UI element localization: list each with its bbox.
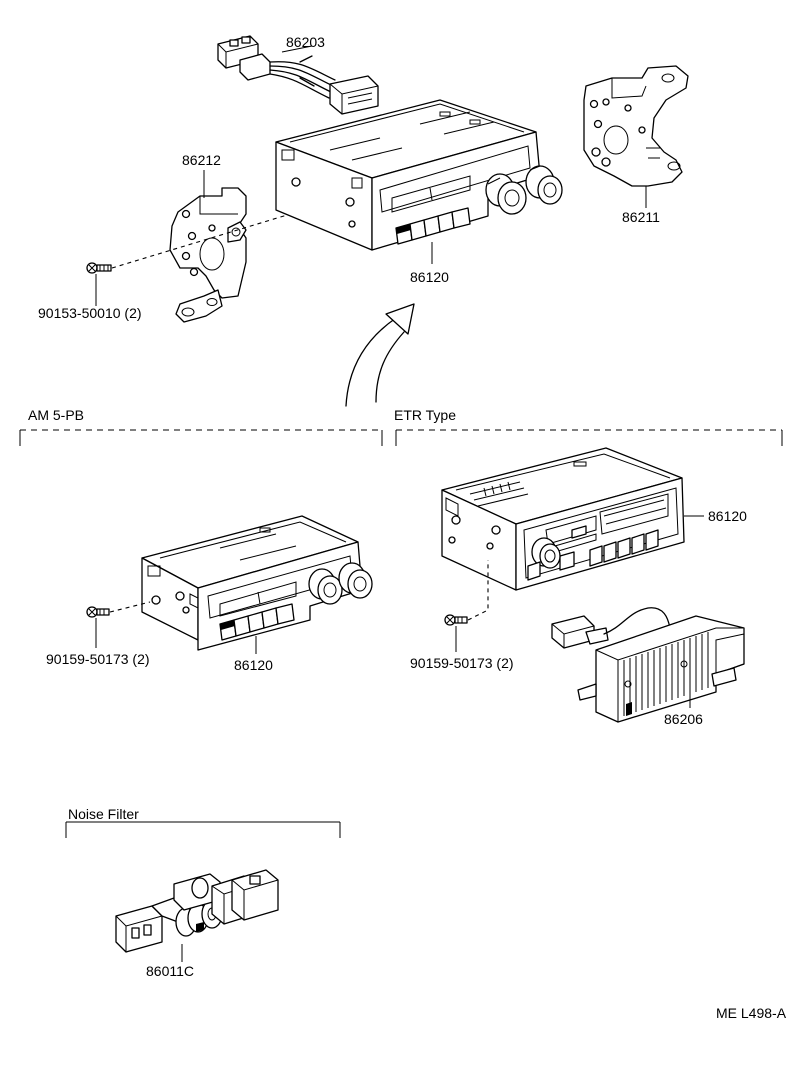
noise-filter-86011c [115, 869, 279, 953]
part-label-86120-etr: 86120 [708, 508, 747, 524]
bracket-86212 [169, 187, 247, 323]
group-label-noise: Noise Filter [68, 806, 139, 822]
screw-90153 [86, 262, 112, 274]
group-label-am: AM 5-PB [28, 407, 84, 423]
radio-86120-am [141, 515, 373, 651]
part-label-86203: 86203 [286, 34, 325, 50]
radio-86120-etr [441, 447, 685, 591]
part-label-86120-am: 86120 [234, 657, 273, 673]
part-label-86211: 86211 [622, 209, 660, 225]
part-label-86120-top: 86120 [410, 269, 449, 285]
module-86206 [551, 607, 745, 723]
bracket-86211 [583, 65, 689, 187]
part-label-86212: 86212 [182, 152, 221, 168]
part-label-86206: 86206 [664, 711, 703, 727]
screw-90159-etr [444, 614, 468, 626]
part-label-86011c: 86011C [146, 963, 194, 979]
group-bracket-am [19, 429, 383, 446]
part-label-90153: 90153-50010 (2) [38, 305, 142, 321]
radio-86120-top [275, 99, 563, 251]
screw-90159-am [86, 606, 110, 618]
part-label-90159-etr: 90159-50173 (2) [410, 655, 514, 671]
group-label-etr: ETR Type [394, 407, 456, 423]
reference-code: ME L498-A [716, 1005, 787, 1021]
wire-harness-86203 [217, 35, 379, 115]
group-bracket-noise [65, 821, 341, 838]
part-label-90159-am: 90159-50173 (2) [46, 651, 150, 667]
arrow-curve [345, 303, 415, 407]
group-bracket-etr [395, 429, 783, 446]
